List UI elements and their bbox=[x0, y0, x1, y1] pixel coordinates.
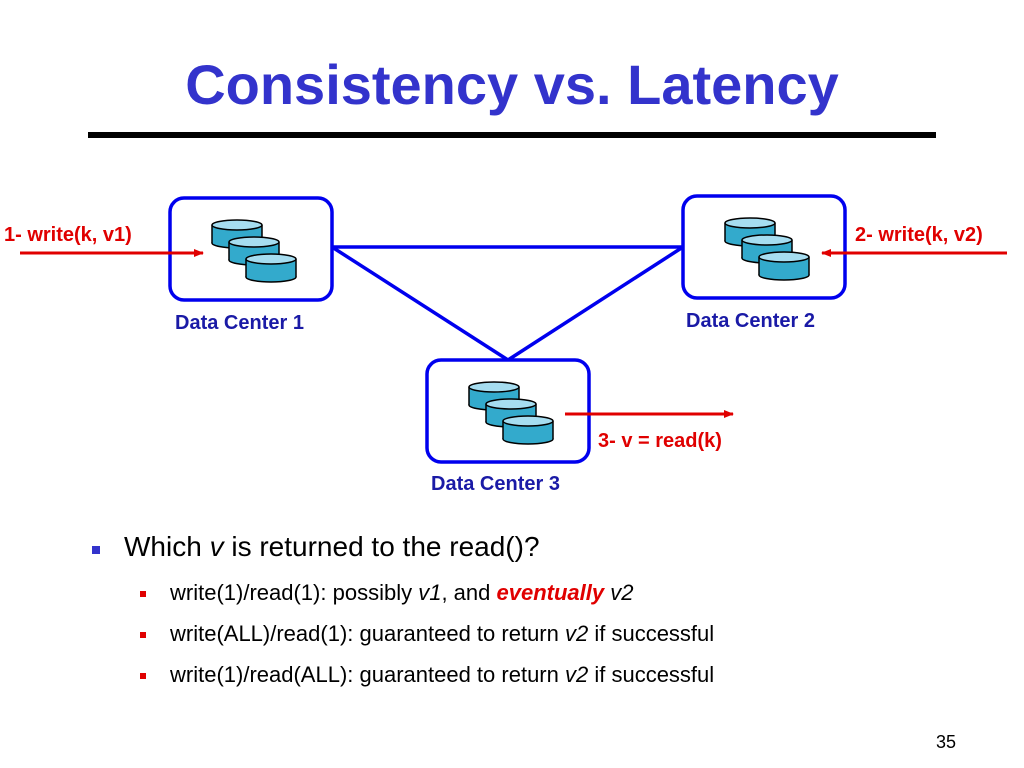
bullet-square-icon bbox=[140, 673, 146, 679]
sub-bullet-1: write(1)/read(1): possibly v1, and event… bbox=[170, 580, 634, 605]
data-center-2-label: Data Center 2 bbox=[686, 310, 815, 332]
bullet-square-icon bbox=[140, 591, 146, 597]
write2-label: 2- write(k, v2) bbox=[855, 224, 983, 246]
title-underline bbox=[88, 132, 936, 138]
read3-label: 3- v = read(k) bbox=[598, 430, 722, 452]
write1-label: 1- write(k, v1) bbox=[4, 224, 132, 246]
bullet-square-icon bbox=[140, 632, 146, 638]
link-dc1-dc3 bbox=[331, 245, 509, 362]
sub-bullet-2: write(ALL)/read(1): guaranteed to return… bbox=[170, 621, 715, 646]
data-center-1-label: Data Center 1 bbox=[175, 312, 304, 334]
link-dc2-dc3 bbox=[507, 245, 684, 362]
bullet-square-icon bbox=[92, 546, 100, 554]
main-bullet: Which v is returned to the read()? bbox=[124, 531, 540, 562]
page-number: 35 bbox=[936, 732, 957, 752]
sub-bullet-3: write(1)/read(ALL): guaranteed to return… bbox=[170, 662, 715, 687]
data-center-3-label: Data Center 3 bbox=[431, 473, 560, 495]
slide-title: Consistency vs. Latency bbox=[185, 53, 839, 116]
